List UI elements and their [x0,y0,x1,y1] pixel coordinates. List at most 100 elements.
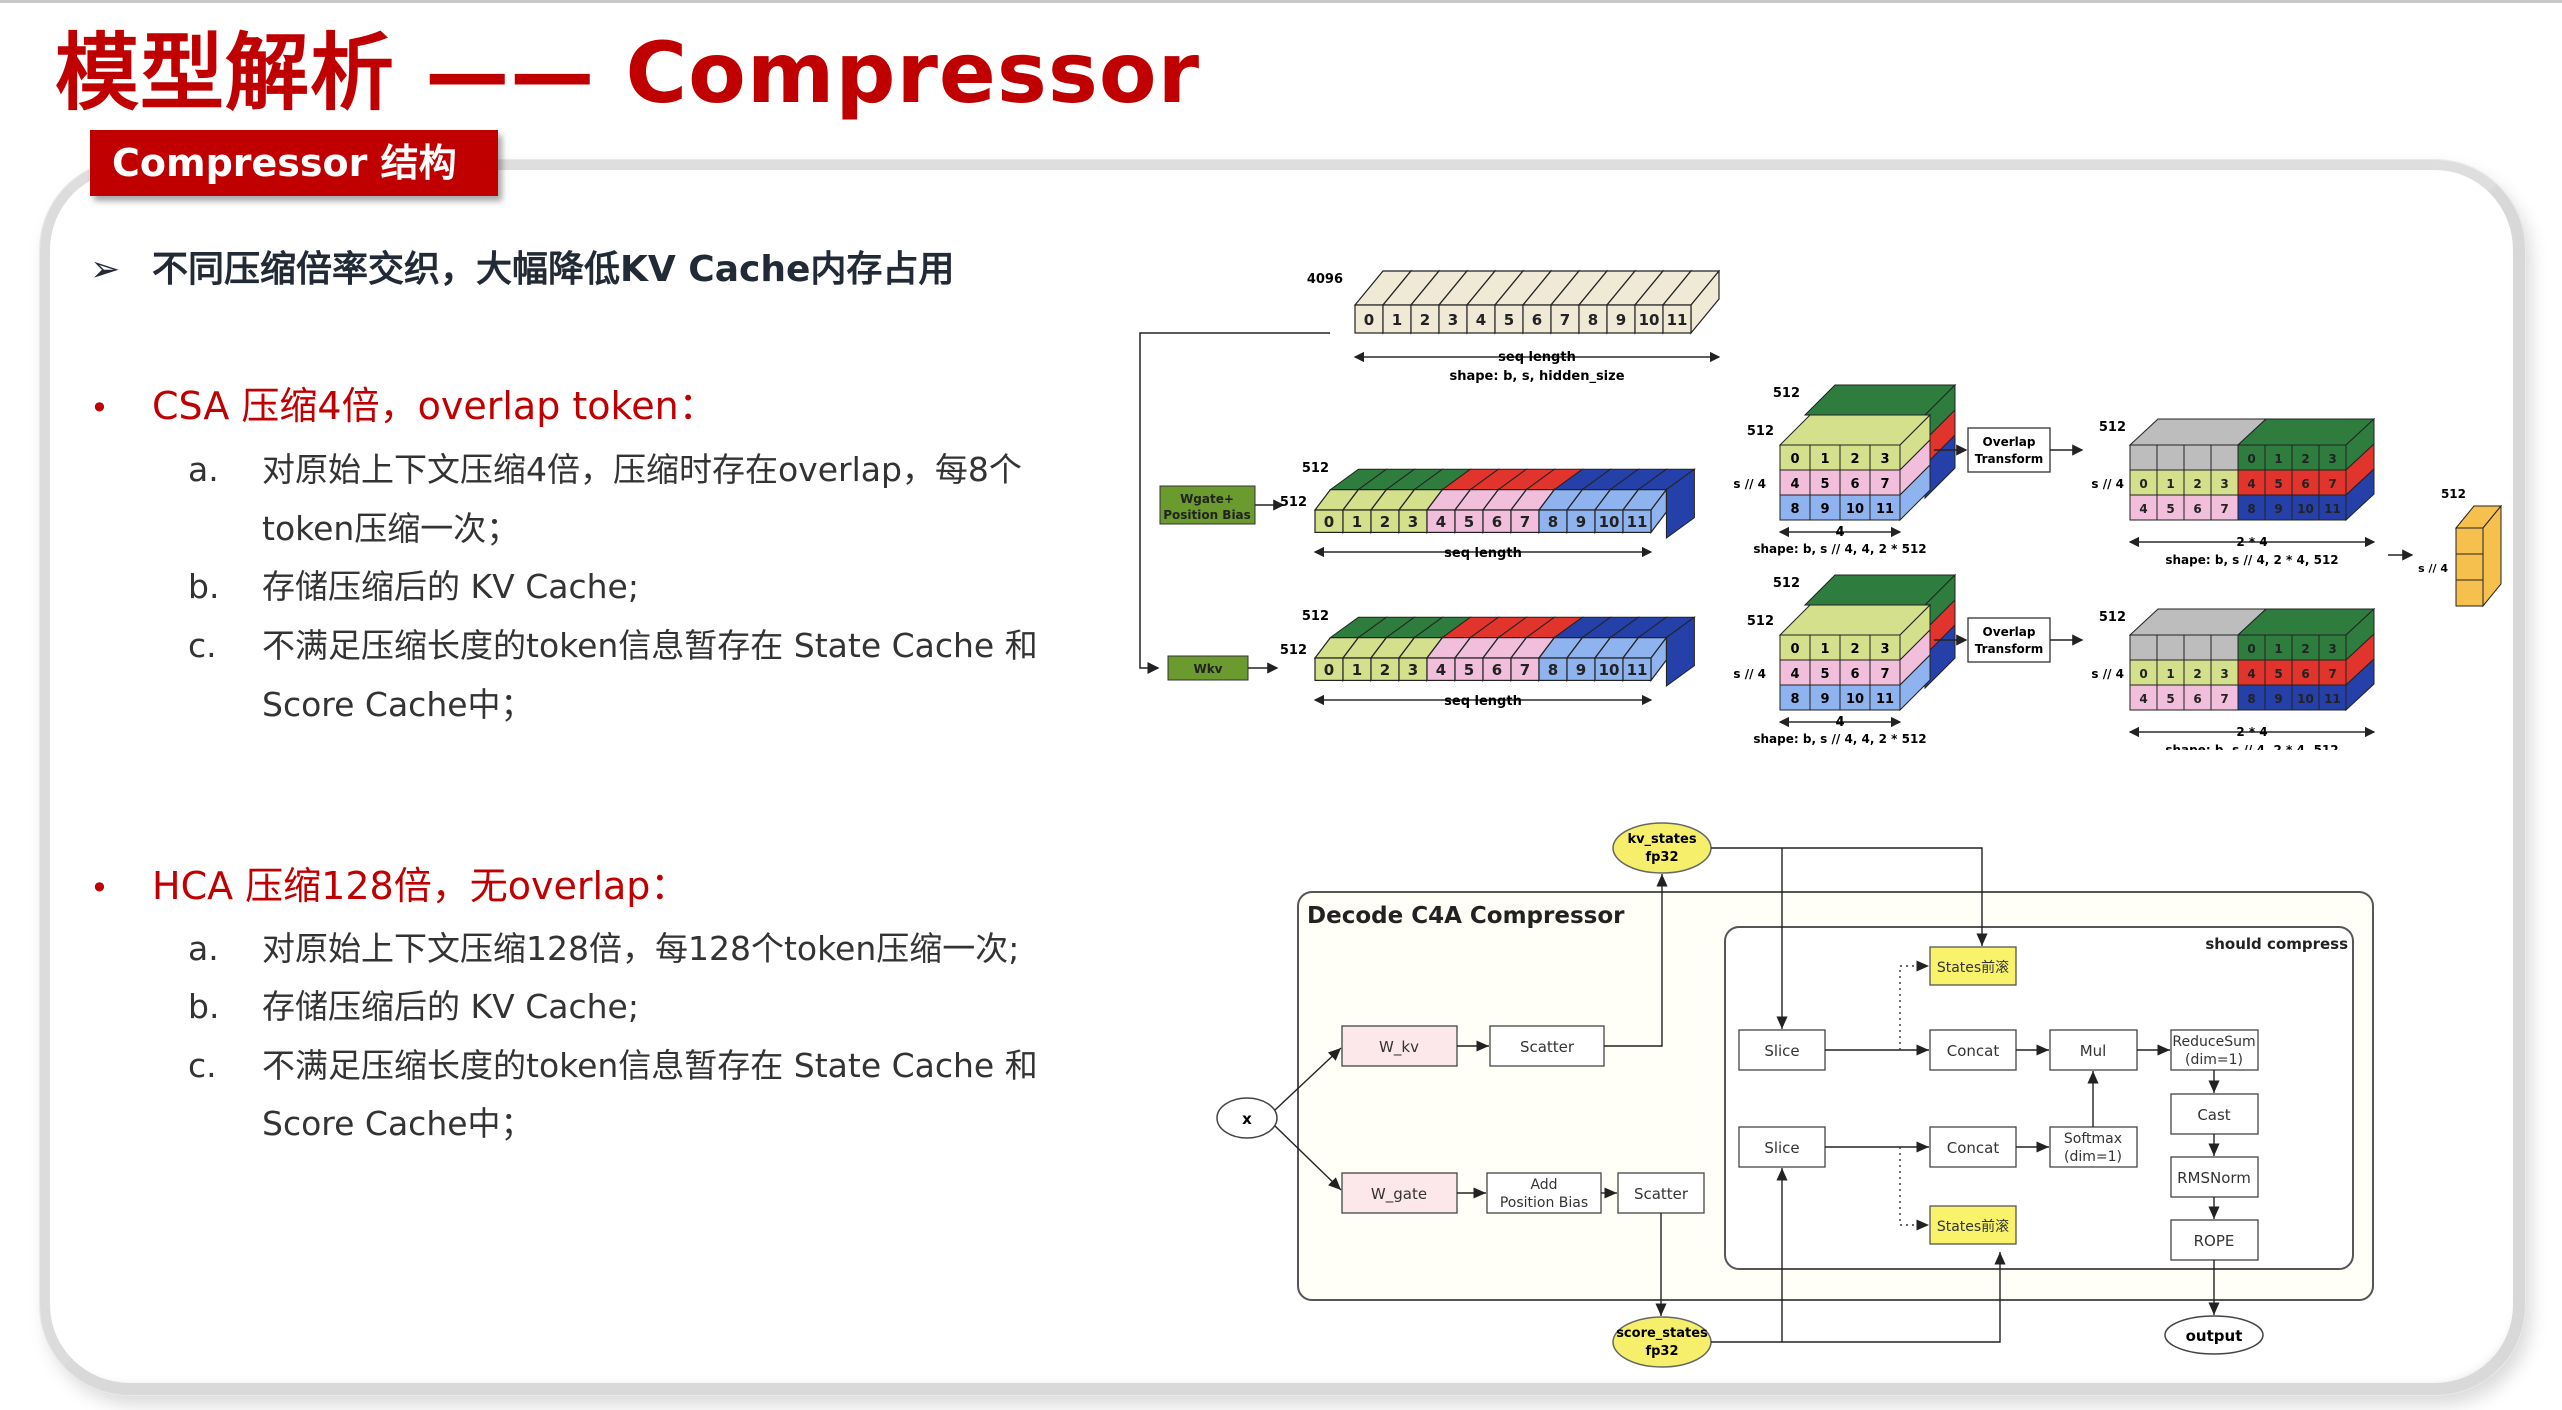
sub-item-label: b. [188,567,220,606]
kv-overlapped-cell [2237,659,2266,686]
input-token-cell-label: 1 [1392,311,1402,329]
gate-projected-cell-label: 6 [1492,513,1502,531]
cast-label: Cast [2197,1106,2230,1124]
input-token-cell-label: 5 [1504,311,1514,329]
score-states-dtype: fp32 [1645,1344,1678,1359]
output-depth-label: 512 [2441,487,2466,501]
overlap-transform-kv-box [1967,617,2051,663]
sub-item-continuation: Score Cache中； [262,685,534,724]
content-card-frame [40,160,2525,1395]
gate-reshaped-cell-label: 10 [1846,502,1864,517]
gate-overlapped-cell [2183,444,2212,471]
kv-states-label: kv_states [1627,832,1696,847]
input-seq-label: seq length [1498,350,1576,365]
gate-overlapped-cell [2129,444,2158,471]
kv-overlapped-cell-label: 8 [2247,692,2255,706]
gate-overlapped-cell-label: 3 [2220,477,2228,491]
kv-reshaped-cell-label: 3 [1880,642,1889,657]
kv-overlapped-cell-label: 9 [2274,692,2282,706]
input-token-cell-label: 6 [1532,311,1542,329]
overlap-transform-kv-label-2: Transform [1975,642,2043,656]
flow-edges [1274,847,2220,1343]
input-token-cell-label: 4 [1476,311,1486,329]
gate-reshaped-shape-label: shape: b, s // 4, 4, 2 * 512 [1753,542,1926,556]
node-scatter-kv [1489,1025,1605,1067]
gate-projected-cell-label: 0 [1324,513,1334,531]
gate-overlapped-cell-label: 1 [2274,452,2282,466]
gate-overlapped-cell [2318,494,2347,521]
kv-projected-cell-label: 11 [1627,661,1648,679]
gate-projected-depth-front: 512 [1280,495,1307,510]
kv-reshaped-cell [1869,659,1901,686]
kv-reshaped-shape-label: shape: b, s // 4, 4, 2 * 512 [1753,732,1926,746]
kv-overlapped-cell-label: 10 [2297,692,2314,706]
gate-overlapped-cell-label: 4 [2247,477,2255,491]
gate-overlapped-cell-label: 2 [2193,477,2201,491]
node-reducesum [2170,1029,2259,1071]
gate-overlapped-cell-label: 0 [2139,477,2147,491]
kv-reshaped-cell [1809,684,1841,711]
wkv-label: Wkv [1193,662,1222,676]
overlap-transform-gate-label: Overlap [1983,435,2036,449]
sub-item-continuation: token压缩一次； [262,509,520,548]
node-w-gate [1341,1172,1458,1214]
node-x-label: x [1242,1110,1252,1128]
kv-overlapped-cell [2156,634,2185,661]
sub-item-continuation: Score Cache中； [262,1104,534,1143]
gate-overlapped-cell [2291,469,2320,496]
gate-overlapped-cell [2156,494,2185,521]
kv-overlapped-cell-label: 7 [2220,692,2228,706]
input-token-cell [1466,304,1496,334]
input-token-cell [1578,304,1608,334]
sub-item-label: c. [188,1046,217,1085]
gate-projected-cell-label: 1 [1352,513,1362,531]
node-add-position-bias [1486,1172,1602,1214]
kv-reshaped-cell-label: 9 [1820,692,1829,707]
kv-projected-cell-label: 3 [1408,661,1418,679]
kv-projected-cell [1622,657,1652,681]
input-depth-label: 4096 [1307,272,1343,287]
kv-reshaped-cell-label: 5 [1820,667,1829,682]
kv-projected-cell-label: 7 [1520,661,1530,679]
bullet-dot-icon: • [90,869,109,907]
kv-reshaped-cell [1839,684,1871,711]
node-output [2164,1315,2264,1355]
sub-item-text: 不满足压缩长度的token信息暂存在 State Cache 和 [262,626,1038,665]
kv-projected-cell-label: 2 [1380,661,1390,679]
output-tensor-cell [2455,553,2484,581]
kv-overlapped-width-label: 2 * 4 [2236,725,2267,739]
gate-projected-seq-label: seq length [1444,546,1522,561]
gate-overlapped-cell [2156,444,2185,471]
sub-item: c. 不满足压缩长度的token信息暂存在 State Cache 和 [188,1039,1038,1087]
gate-overlapped-cell-label: 6 [2193,502,2201,516]
gate-overlapped-cell-label: 5 [2166,502,2174,516]
kv-overlapped-cell [2318,659,2347,686]
kv-overlapped-cell [2291,634,2320,661]
node-mul [2049,1029,2138,1071]
kv-reshaped-cell [1869,684,1901,711]
kv-reshaped-cell-label: 2 [1850,642,1859,657]
node-score-states [1612,1316,1712,1368]
gate-overlapped-cell [2264,494,2293,521]
kv-reshaped-cell-label: 0 [1790,642,1799,657]
gate-reshaped-cell [1779,494,1811,521]
inner-panel-title: should compress [2205,935,2348,953]
gate-reshaped-depth-back: 512 [1773,386,1800,401]
softmax-label: Softmax [2064,1131,2122,1147]
node-w-kv [1341,1025,1458,1067]
reducesum-label: ReduceSum [2172,1034,2255,1050]
sub-item: a.对原始上下文压缩4倍，压缩时存在overlap，每8个 [188,443,1022,491]
add-position-bias-label-2: Position Bias [1500,1195,1588,1211]
concat-top-label: Concat [1947,1042,2000,1060]
kv-overlapped-cell-label: 4 [2139,692,2147,706]
gate-reshaped-cell-label: 8 [1790,502,1799,517]
gate-overlapped-cell-label: 9 [2274,502,2282,516]
section-tag: Compressor 结构 [90,130,498,196]
output-tensor-cell [2455,579,2484,607]
kv-overlapped-cell [2129,684,2158,711]
kv-reshaped-cell-label: 6 [1850,667,1859,682]
input-token-cell [1354,304,1384,334]
sub-item-text: 不满足压缩长度的token信息暂存在 State Cache 和 [262,1046,1038,1085]
gate-reshaped-width-label: 4 [1835,525,1844,540]
gate-overlapped-cell-label: 0 [2247,452,2255,466]
